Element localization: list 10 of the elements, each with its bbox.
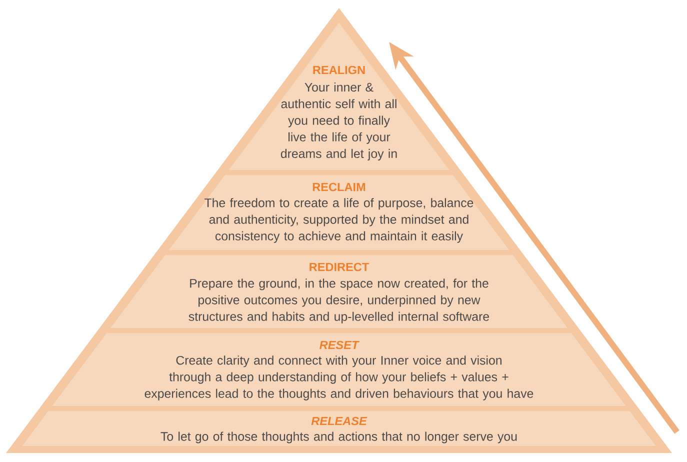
band-heading: RESET xyxy=(320,340,360,350)
band-description: Create clarity and connect with your Inner voice and vision through a deep understanding of how your beliefs + values + experiences lead to the thoughts and driven behaviours that you have xyxy=(144,356,534,400)
band-heading: REALIGN xyxy=(313,66,365,74)
band-heading: REDIRECT xyxy=(310,262,370,272)
band-description: Prepare the ground, in the space now created, for the positive outcomes you desire, underpinned by new structures and habits and up-levelled internal software xyxy=(188,278,489,324)
band-heading: RELEASE xyxy=(311,416,368,426)
band-description: To let go of those thoughts and actions that no longer serve you xyxy=(160,432,517,444)
band-description: The freedom to create a life of purpose, balance and authenticity, supported by the mindset and consistency to achieve and maintain it easily xyxy=(204,198,474,243)
band-description: Your inner & authentic self with all you need to finally live the life of your dreams and let joy in xyxy=(280,82,397,160)
band-heading: RECLAIM xyxy=(312,182,366,192)
